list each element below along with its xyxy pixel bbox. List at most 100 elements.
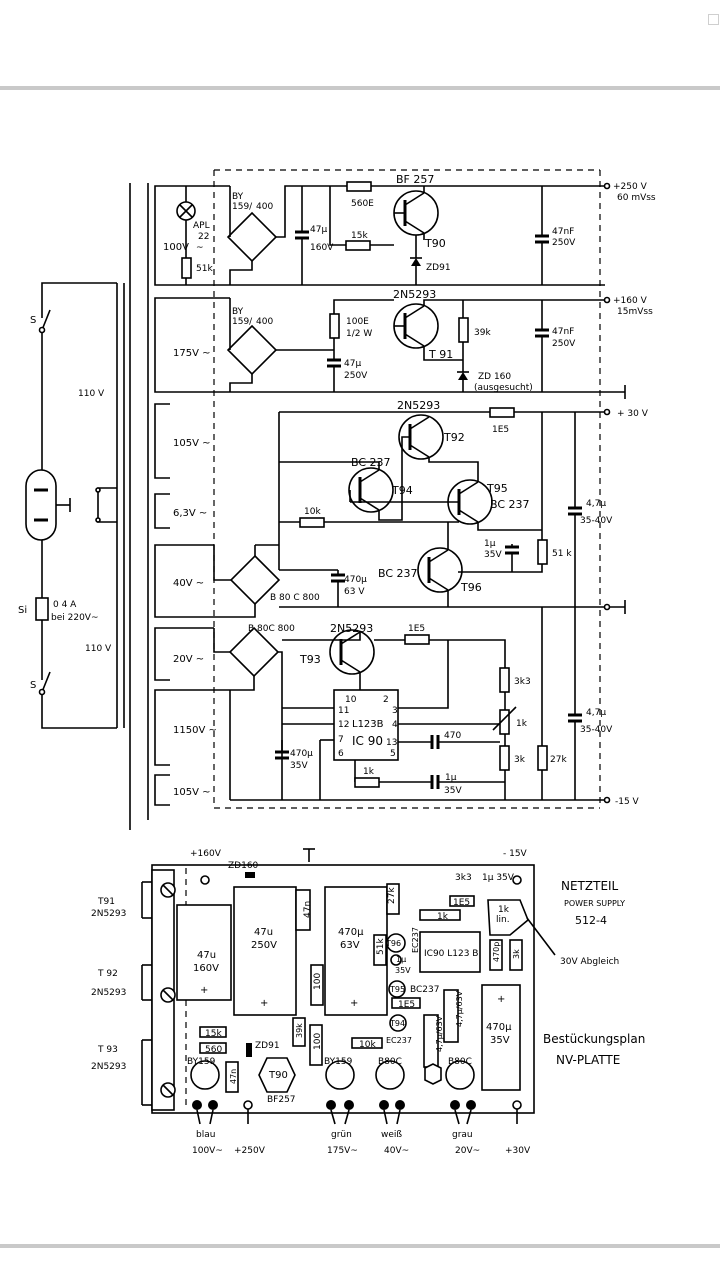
transistor-type: 2N5293 [330, 622, 373, 635]
resistor-label: 560E [351, 199, 374, 209]
resistor-label: 3k3 [514, 677, 531, 687]
resistor-label: 27k [550, 755, 567, 765]
transistor-ref: T93 [299, 653, 321, 666]
resistor-label: 39k [474, 328, 491, 338]
board-pot-1k[interactable] [487, 899, 529, 936]
fuse-ref: Si [18, 605, 27, 616]
board-component: lin. [496, 915, 510, 925]
capacitor-label: 250V [552, 339, 576, 349]
section-250v: APL 22 ~ 51k BY 159/ 400 47µ 160V 560E 1… [170, 170, 656, 808]
winding-label: 105V ~ [173, 438, 211, 449]
bridge-label: B 80 C 800 [270, 593, 320, 603]
winding-label: 175V ~ [173, 348, 211, 359]
resistor-100e [329, 313, 340, 339]
resistor-1k [354, 777, 380, 788]
transistor-type: BF 257 [396, 173, 434, 186]
board-component: 63V [340, 940, 360, 951]
capacitor-label: 470µ [344, 575, 367, 585]
winding-label: 40V ~ [173, 578, 204, 589]
board-component: B80C [448, 1057, 472, 1067]
resistor-51k-mid [537, 539, 548, 565]
board-component: 1E5 [453, 898, 470, 908]
schematic-diagram: 100V 175V ~ 105V ~ 6,3V ~ 40V ~ 20V ~ 11… [18, 169, 656, 1156]
board-transistor-type: 2N5293 [91, 909, 126, 919]
resistor-label: 100E [346, 317, 369, 327]
capacitor-label: 4,7µ [586, 708, 606, 718]
board-title: NETZTEIL [561, 879, 619, 893]
trim-note: 30V Abgleich [560, 957, 619, 967]
board-resistor-27k [386, 883, 400, 915]
capacitor-label: 160V [310, 243, 334, 253]
board-resistor-15k [199, 1026, 227, 1038]
board-resistor-10k [351, 1037, 383, 1049]
wire-color: grün [331, 1130, 352, 1140]
board-component: BY159 [324, 1057, 353, 1067]
output-label: + 30 V [617, 409, 649, 419]
winding-label: 6,3V ~ [173, 508, 207, 519]
board-component: EC237 [386, 1036, 412, 1045]
board-component: T94 [389, 1019, 405, 1028]
lamp-number: 22 [198, 232, 209, 242]
board-component: 160V [193, 963, 219, 974]
board-component: T90 [268, 1070, 288, 1081]
board-resistor-560 [199, 1042, 227, 1054]
board-component: B80C [378, 1057, 402, 1067]
plan-title: Bestückungsplan [543, 1032, 645, 1046]
capacitor-label: 250V [552, 238, 576, 248]
board-cap-47u-250v [233, 886, 297, 1016]
resistor-3k [499, 745, 510, 771]
board-cap-47n-b [225, 1061, 239, 1093]
board-component: 1µ [396, 955, 406, 964]
board-component: 250V [251, 940, 277, 951]
zener-label: ZD91 [426, 263, 451, 273]
top-divider [0, 86, 720, 90]
board-component: 39k [295, 1023, 304, 1038]
wire-voltage: 100V~ [192, 1146, 223, 1156]
board-label: ZD160 [228, 861, 259, 871]
board-component: + [497, 994, 505, 1005]
board-component: + [260, 998, 268, 1009]
plan-subtitle: NV-PLATTE [556, 1053, 620, 1067]
board-resistor-39k [292, 1017, 306, 1047]
capacitor-label: 47nF [552, 327, 574, 337]
capacitor-label: 35V [290, 761, 308, 771]
output-label: -15 V [615, 797, 640, 807]
board-number: 512-4 [575, 914, 607, 927]
capacitor-label: 35V [484, 550, 502, 560]
zener-label: ZD 160 [478, 372, 511, 382]
resistor-39k [458, 317, 469, 343]
board-component: 4,7µ/63V [435, 1015, 444, 1052]
transistor-type: BC 237 [490, 498, 530, 511]
board-component: 15k [205, 1029, 222, 1039]
board-component: 100 [313, 1033, 323, 1050]
window-corner-icon [708, 14, 719, 25]
bridge-label: 400 [256, 202, 273, 212]
resistor-label: 1k [363, 767, 375, 777]
board-transistor-ref: T 92 [97, 969, 118, 979]
board-component: 560 [205, 1045, 222, 1055]
bridge-label: 159/ [232, 317, 253, 327]
capacitor-label: 250V [344, 371, 368, 381]
transistor-ref: T96 [460, 581, 482, 594]
board-cap-47u-160v [176, 904, 232, 1001]
board-resistor-100-b [309, 1024, 323, 1066]
ic-pin: 10 [345, 695, 357, 705]
wire-voltage: 175V~ [327, 1146, 358, 1156]
board-component: 3k [512, 949, 521, 959]
switch-label: S [30, 680, 36, 691]
board-transistor-type: 2N5293 [91, 988, 126, 998]
capacitor-label: 35-40V [580, 725, 613, 735]
board-component: T95 [389, 985, 405, 994]
board-cap-47n [295, 889, 311, 931]
board-resistor-51k [373, 934, 387, 966]
wire-voltage: 40V~ [384, 1146, 409, 1156]
board-component: 3k3 [455, 873, 472, 883]
fuse-value: 0 4 A [53, 600, 77, 610]
board-cap-470p [489, 939, 503, 971]
board-subtitle: POWER SUPPLY [564, 899, 625, 908]
wire-voltage: +250V [234, 1146, 266, 1156]
primary-winding-label: 110 V [85, 644, 112, 654]
wire-voltage: +30V [505, 1146, 531, 1156]
transistor-ref: T95 [486, 482, 508, 495]
bridge-label: 400 [256, 317, 273, 327]
